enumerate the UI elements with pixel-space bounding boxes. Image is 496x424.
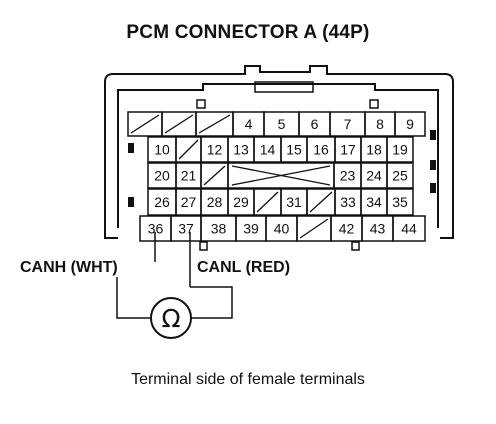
terminal-number: 10 (154, 142, 170, 158)
empty-cavity-slash (198, 114, 231, 134)
terminal-number: 25 (392, 168, 408, 184)
terminal-cell (386, 188, 414, 216)
terminal-number: 14 (260, 142, 276, 158)
canl-wire-label: CANL (RED) (197, 259, 291, 276)
terminal-number: 21 (181, 168, 197, 184)
empty-cavity-slash (256, 191, 279, 213)
terminal-number: 34 (366, 194, 382, 210)
terminal-number: 12 (207, 142, 223, 158)
terminal-number: 35 (392, 194, 408, 210)
terminal-number: 36 (148, 221, 164, 237)
canl-lead-lower (190, 286, 233, 319)
terminal-number: 42 (339, 221, 355, 237)
canh-lead-lower (116, 277, 151, 319)
terminal-number: 4 (245, 116, 253, 132)
terminal-number: 43 (370, 221, 386, 237)
terminal-number: 13 (233, 142, 249, 158)
terminal-number: 38 (211, 221, 227, 237)
terminal-number: 23 (340, 168, 356, 184)
diagram-title: PCM CONNECTOR A (44P) (126, 22, 370, 43)
terminal-number: 15 (286, 142, 302, 158)
empty-cavity-slash (309, 191, 333, 213)
terminal-number: 18 (366, 142, 382, 158)
terminal-number: 5 (278, 116, 286, 132)
housing-side-ribs (128, 130, 436, 207)
terminal-number: 8 (376, 116, 384, 132)
empty-cavity-slash (130, 114, 160, 134)
terminal-number: 17 (340, 142, 356, 158)
terminal-number: 37 (178, 221, 194, 237)
canh-wire-label: CANH (WHT) (20, 259, 118, 276)
terminal-number: 40 (274, 221, 290, 237)
empty-cavity-slash (299, 218, 329, 239)
terminal-number: 6 (311, 116, 319, 132)
connector-housing (104, 65, 454, 239)
terminal-number: 24 (366, 168, 382, 184)
terminal-number: 20 (154, 168, 170, 184)
housing-bottom-keys (199, 241, 360, 251)
blocked-cavity-cross (231, 165, 331, 186)
terminal-number: 29 (233, 194, 249, 210)
diagram-footer: Terminal side of female terminals (131, 371, 365, 388)
terminal-cell (394, 111, 426, 137)
terminal-number: 39 (243, 221, 259, 237)
empty-cavity-slash (203, 165, 226, 186)
empty-cavity-slash (178, 139, 199, 160)
test-leads (116, 232, 233, 319)
terminal-number: 28 (207, 194, 223, 210)
ohmmeter: Ω (150, 297, 192, 339)
terminal-number: 44 (401, 221, 417, 237)
terminal-cell (392, 215, 426, 242)
terminal-cell (386, 162, 414, 189)
terminal-number: 31 (286, 194, 302, 210)
terminal-number: 16 (313, 142, 329, 158)
terminal-cell (386, 136, 414, 163)
ohm-symbol: Ω (161, 304, 180, 333)
empty-cavity-slash (164, 114, 194, 134)
terminal-number: 27 (181, 194, 197, 210)
terminal-number: 7 (344, 116, 352, 132)
terminal-number: 19 (392, 142, 408, 158)
terminal-number: 26 (154, 194, 170, 210)
terminal-grid: 4 5 6 7 8 9 10 12 13 14 15 16 17 18 19 20 21 23 24 25 26 27 28… (127, 111, 426, 242)
terminal-number: 9 (406, 116, 414, 132)
terminal-number: 33 (340, 194, 356, 210)
